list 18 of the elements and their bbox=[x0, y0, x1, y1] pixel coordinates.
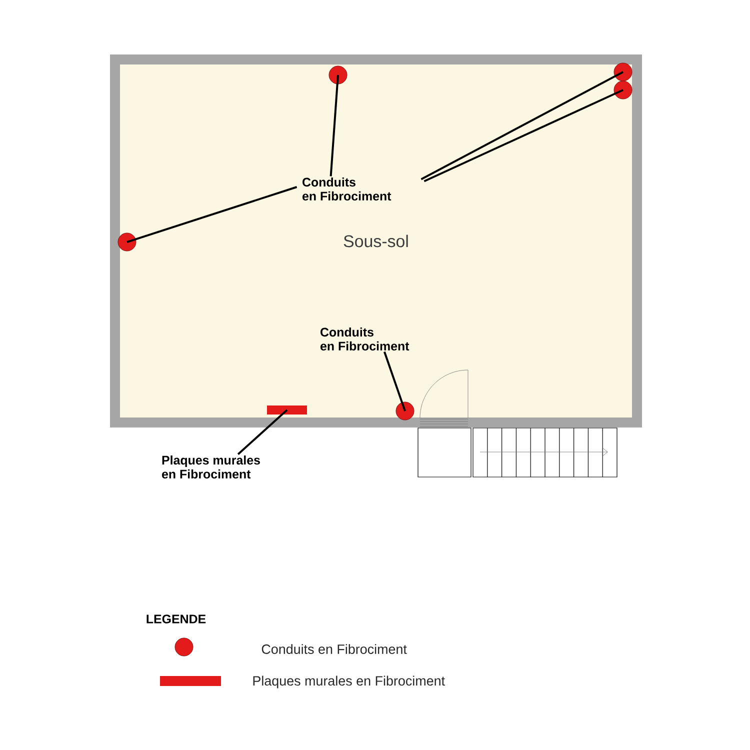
legend-title: LEGENDE bbox=[146, 614, 206, 624]
pipe-marker bbox=[328, 66, 348, 84]
pipe-marker bbox=[118, 232, 136, 252]
callout-label: Plaques murales en Fibrociment bbox=[162, 455, 260, 479]
pipe-marker bbox=[396, 402, 414, 420]
leader-line bbox=[126, 186, 298, 243]
legend-text: Conduits en Fibrociment bbox=[262, 644, 407, 654]
leader-line bbox=[424, 89, 624, 182]
leader-line bbox=[237, 409, 288, 455]
legend-text: Plaques murales en Fibrociment bbox=[253, 676, 445, 688]
pipe-marker bbox=[614, 80, 632, 100]
leader-line bbox=[330, 74, 339, 176]
leader-line bbox=[420, 71, 624, 180]
wall-panel-marker bbox=[267, 406, 307, 414]
leader-line bbox=[383, 351, 406, 412]
callout-label: Conduits en Fibrociment bbox=[302, 177, 392, 201]
callout-label: Conduits en Fibrociment bbox=[320, 327, 410, 351]
pipe-marker bbox=[614, 62, 632, 82]
